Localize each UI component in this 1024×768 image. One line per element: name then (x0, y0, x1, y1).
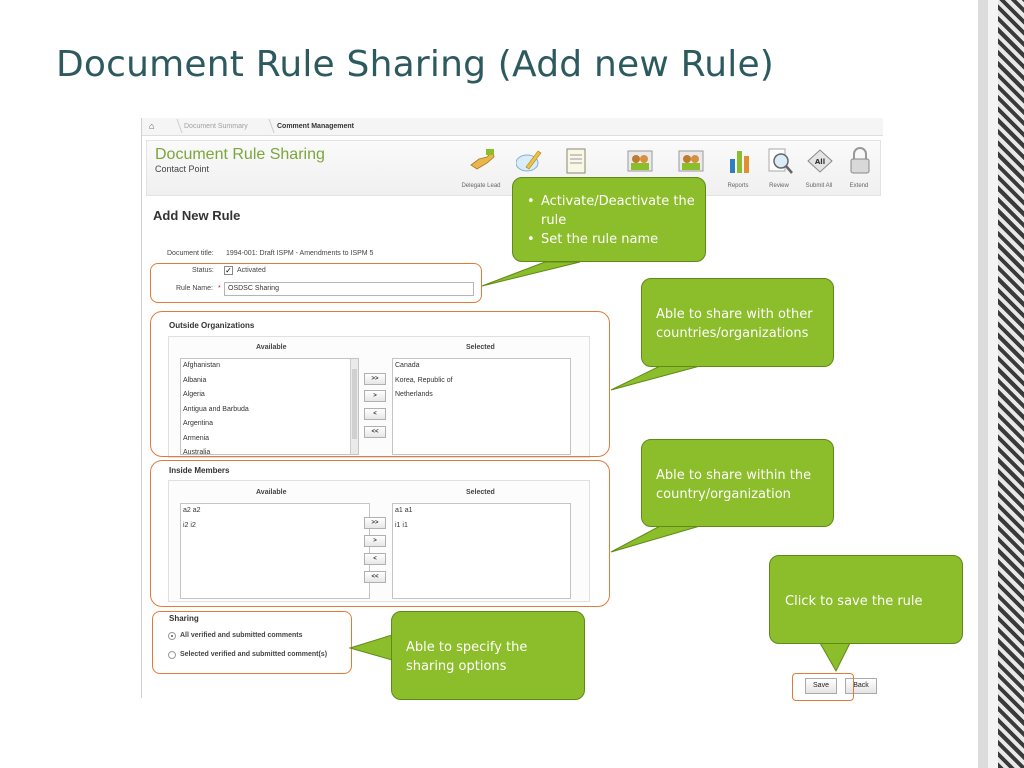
outside-selected-list[interactable]: Canada Korea, Republic of Netherlands (392, 358, 571, 455)
highlight-outside-orgs (150, 311, 610, 457)
page-title: Document Rule Sharing (155, 146, 325, 163)
svg-text:All: All (815, 158, 825, 166)
move-all-left-button[interactable]: << (364, 426, 386, 438)
list-item[interactable]: Antigua and Barbuda (183, 405, 249, 413)
move-left-button[interactable]: < (364, 553, 386, 565)
toolbar-reports[interactable]: Reports (718, 141, 758, 197)
toolbar-review[interactable]: Review (759, 141, 799, 197)
sharing-option-all-label: All verified and submitted comments (180, 632, 303, 639)
users-add-icon (678, 150, 704, 172)
callout-rule: Activate/Deactivate the rule Set the rul… (512, 177, 706, 262)
required-marker: * (218, 285, 221, 292)
breadcrumb: ⌂ Document Summary Comment Management (142, 118, 883, 136)
toolbar-users-add[interactable] (670, 141, 710, 197)
list-item[interactable]: Afghanistan (183, 362, 220, 369)
users-icon (627, 150, 653, 172)
save-button[interactable]: Save (805, 678, 837, 694)
move-all-right-button[interactable]: >> (364, 373, 386, 385)
list-item[interactable]: i2 i2 (183, 521, 196, 529)
status-checkbox[interactable]: ✓ (224, 266, 233, 275)
move-all-right-button[interactable]: >> (364, 517, 386, 529)
inside-members-frame: Available Selected a2 a2 i2 i2 >> > < <<… (168, 480, 590, 602)
edit-icon (516, 150, 542, 172)
move-all-left-button[interactable]: << (364, 571, 386, 583)
callout-rule-item: Activate/Deactivate the rule (525, 192, 695, 230)
callout-sharing: Able to specify the sharing options (391, 611, 585, 700)
list-item[interactable]: Netherlands (395, 391, 433, 398)
scrollbar-thumb[interactable] (352, 369, 357, 439)
page-subtitle: Contact Point (155, 164, 210, 174)
list-item[interactable]: Korea, Republic of (395, 376, 453, 384)
breadcrumb-item-document-summary[interactable]: Document Summary (184, 123, 248, 130)
handshake-icon (470, 149, 495, 170)
highlight-save (792, 673, 854, 701)
highlight-inside-members (150, 460, 610, 607)
outside-orgs-frame: Available Selected Afghanistan Albania A… (168, 336, 590, 458)
toolbar-document[interactable] (555, 141, 595, 197)
submit-all-icon: All (807, 149, 833, 173)
outside-available-header: Available (256, 344, 287, 351)
breadcrumb-separator (169, 119, 183, 133)
toolbar-delegate-lead[interactable]: Delegate Lead (461, 141, 501, 197)
toolbar-label: Submit All (805, 183, 833, 189)
list-item[interactable]: Australia (183, 449, 211, 455)
list-item[interactable]: Argentina (183, 420, 213, 427)
home-icon[interactable]: ⌂ (149, 121, 155, 131)
status-value: Activated (237, 267, 266, 274)
inside-available-header: Available (256, 489, 287, 496)
highlight-rule-fields (150, 263, 482, 303)
document-title-value: 1994-001: Draft ISPM - Amendments to ISP… (226, 250, 374, 257)
outside-available-list[interactable]: Afghanistan Albania Algeria Antigua and … (180, 358, 359, 455)
document-icon (566, 148, 586, 174)
toolbar-label: Reports (727, 183, 749, 189)
move-right-button[interactable]: > (364, 390, 386, 402)
toolbar-extend[interactable]: Extend (839, 141, 879, 197)
toolbar-label: Extend (849, 183, 869, 189)
toolbar-label: Review (769, 183, 789, 189)
bar-chart-icon (730, 151, 749, 173)
rule-name-label: Rule Name: (176, 285, 213, 292)
callout-outside: Able to share with other countries/organ… (641, 278, 834, 367)
list-item[interactable]: Algeria (183, 391, 205, 398)
inside-available-list[interactable]: a2 a2 i2 i2 (180, 503, 370, 599)
toolbar-edit[interactable] (508, 141, 548, 197)
callout-save: Click to save the rule (769, 555, 963, 644)
border-pattern (998, 0, 1024, 768)
rule-name-input[interactable]: OSDSC Sharing (224, 282, 474, 296)
sharing-option-selected-label: Selected verified and submitted comment(… (180, 651, 328, 658)
list-item[interactable]: a1 a1 (395, 507, 413, 514)
toolbar-users[interactable] (619, 141, 659, 197)
inside-selected-header: Selected (466, 489, 495, 496)
move-right-button[interactable]: > (364, 535, 386, 547)
app-screenshot: ⌂ Document Summary Comment Management Do… (141, 118, 883, 698)
highlight-sharing (152, 611, 352, 674)
callout-rule-item: Set the rule name (525, 230, 695, 249)
outside-orgs-title: Outside Organizations (169, 321, 255, 330)
sharing-title: Sharing (169, 614, 199, 623)
lock-icon (850, 147, 870, 174)
outside-selected-header: Selected (466, 344, 495, 351)
sharing-option-all-radio[interactable] (168, 632, 176, 640)
document-title-label: Document title: (167, 250, 214, 257)
list-item[interactable]: a2 a2 (183, 507, 201, 514)
magnifier-icon (768, 148, 793, 174)
slide-title: Document Rule Sharing (Add new Rule) (56, 44, 775, 85)
move-left-button[interactable]: < (364, 408, 386, 420)
toolbar-label: Delegate Lead (461, 183, 501, 189)
list-item[interactable]: Albania (183, 376, 207, 384)
inside-members-title: Inside Members (169, 466, 230, 475)
sharing-option-selected-radio[interactable] (168, 651, 176, 659)
list-item[interactable]: i1 i1 (395, 521, 408, 529)
breadcrumb-item-comment-management[interactable]: Comment Management (277, 123, 355, 130)
list-item[interactable]: Canada (395, 362, 420, 369)
inside-selected-list[interactable]: a1 a1 i1 i1 (392, 503, 571, 599)
status-label: Status: (192, 267, 214, 274)
form-heading: Add New Rule (153, 208, 241, 223)
decorative-border (978, 0, 1024, 768)
scrollbar[interactable] (350, 359, 358, 454)
breadcrumb-separator (261, 119, 275, 133)
list-item[interactable]: Armenia (183, 434, 210, 442)
callout-inside: Able to share within the country/organiz… (641, 439, 834, 527)
toolbar-submit-all[interactable]: All Submit All (799, 141, 839, 197)
